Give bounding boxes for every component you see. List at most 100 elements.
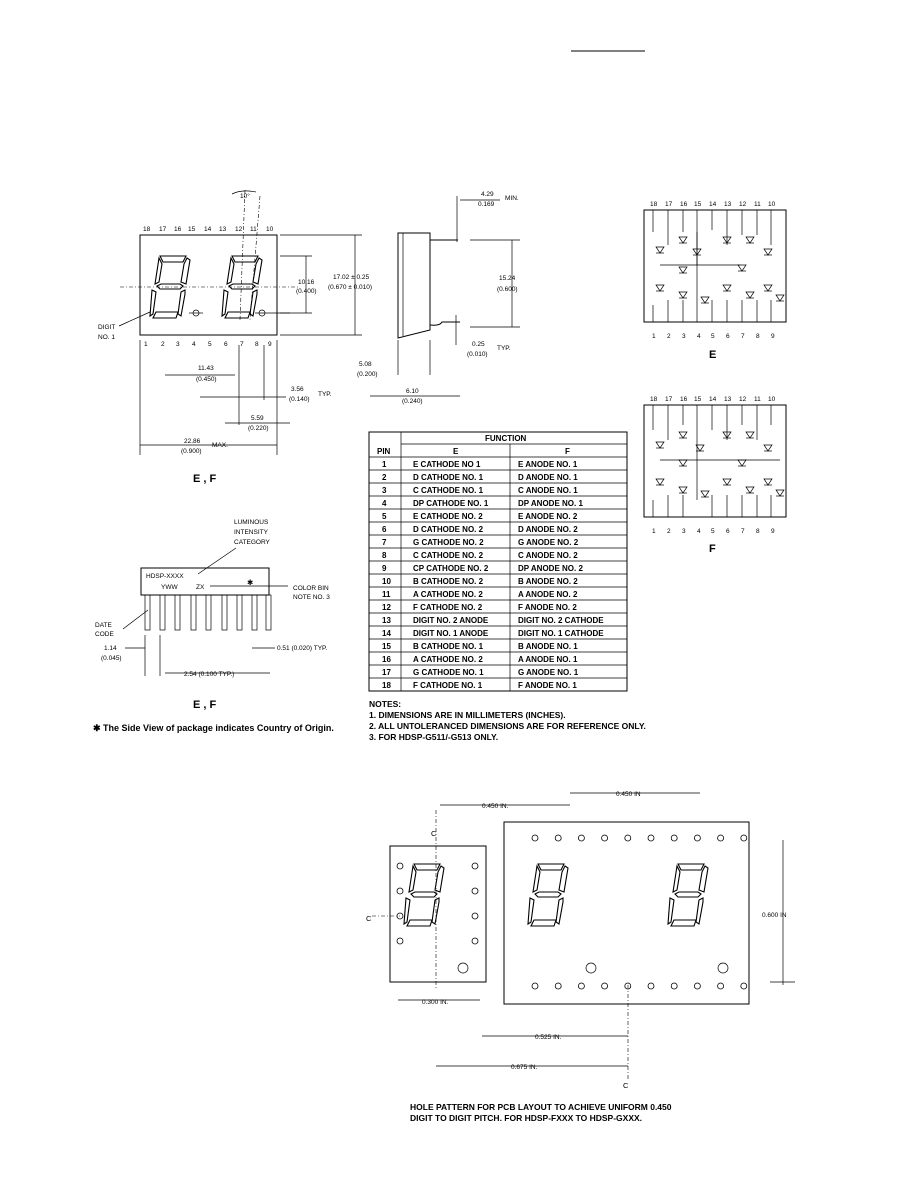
table-cell-pin: 17 xyxy=(382,668,391,677)
table-cell-pin: 12 xyxy=(382,603,391,612)
part-label: HDSP-XXXX xyxy=(146,573,184,580)
package-outline xyxy=(139,234,278,336)
pin-num: 8 xyxy=(756,333,760,340)
cl-mark-bottom: C xyxy=(623,1081,629,1090)
pin-num: 4 xyxy=(697,333,701,340)
schematic-e: 18 17 16 15 14 13 12 11 10 1 2 3 4 5 6 7… xyxy=(643,201,787,361)
pin-num: 11 xyxy=(754,201,761,208)
pin-num: 9 xyxy=(771,528,775,535)
pcb-small-outline xyxy=(389,845,487,983)
front-view-drawing: LUMINOUS INTENSITY CATEGORY HDSP-XXXX YW… xyxy=(93,519,334,733)
pin-num: 2 xyxy=(667,528,671,535)
side-min-label: MIN. xyxy=(505,195,519,202)
side-dim-508-mm: 5.08 xyxy=(359,361,372,368)
table-cell-e: DIGIT NO. 2 ANODE xyxy=(413,616,489,625)
pin-num: 8 xyxy=(756,528,760,535)
header-f: F xyxy=(565,447,570,456)
table-cell-f: B ANODE NO. 1 xyxy=(518,642,578,651)
table-cell-f: D ANODE NO. 1 xyxy=(518,473,578,482)
schematic-f-top-pins: 18 17 16 15 14 13 12 11 10 xyxy=(650,396,776,403)
table-cell-e: E CATHODE NO 1 xyxy=(413,460,481,469)
yww-label: YWW xyxy=(161,584,178,591)
header-pin: PIN xyxy=(377,447,391,456)
pin-num: 5 xyxy=(711,528,715,535)
pin-num: 8 xyxy=(255,341,259,348)
cl-mark-top: C xyxy=(431,829,437,838)
note-2: 2. ALL UNTOLERANCED DIMENSIONS ARE FOR R… xyxy=(369,721,646,731)
pcb-hole xyxy=(471,887,479,895)
pcb-hole xyxy=(531,982,539,990)
pin-num: 5 xyxy=(208,341,212,348)
pcb-hole xyxy=(670,834,678,842)
dim-width-in: (0.900) xyxy=(181,448,202,455)
dim-600: 0.600 IN xyxy=(762,912,787,919)
header-e: E xyxy=(453,447,459,456)
dim-pitch-in: (0.450) xyxy=(196,376,217,383)
color-bin-label: COLOR BIN xyxy=(293,585,329,592)
dim-pitch-mm: 11.43 xyxy=(198,365,214,372)
note-3: 3. FOR HDSP-G511/-G513 ONLY. xyxy=(369,732,498,742)
code-label: CODE xyxy=(95,631,114,638)
pin-num: 10 xyxy=(266,226,274,233)
pin-num: 9 xyxy=(771,333,775,340)
pin-num: 13 xyxy=(219,226,227,233)
side-dim-min-in: 0.169 xyxy=(478,201,495,208)
table-cell-e: DIGIT NO. 1 ANODE xyxy=(413,629,489,638)
typ-label: TYP. xyxy=(318,391,332,398)
table-cell-f: DIGIT NO. 2 CATHODE xyxy=(518,616,604,625)
schematic-e-caption: E xyxy=(709,349,716,361)
table-cell-f: F ANODE NO. 2 xyxy=(518,603,577,612)
side-dim-610-mm: 6.10 xyxy=(406,388,419,395)
pcb-hole xyxy=(717,834,724,842)
schematic-f-bottom-pins: 1 2 3 4 5 6 7 8 9 xyxy=(652,528,775,535)
table-cell-pin: 2 xyxy=(382,473,387,482)
pcb-hole xyxy=(396,937,404,945)
pin-num: 1 xyxy=(144,341,148,348)
notes: NOTES: 1. DIMENSIONS ARE IN MILLIMETERS … xyxy=(369,699,646,742)
table-cell-pin: 6 xyxy=(382,525,387,534)
table-cell-f: A ANODE NO. 1 xyxy=(518,655,578,664)
pcb-hole xyxy=(396,862,404,870)
pin-num: 18 xyxy=(143,226,151,233)
pcb-hole xyxy=(624,834,632,842)
table-cell-pin: 18 xyxy=(382,681,391,690)
pcb-hole xyxy=(601,834,608,842)
dim-051: 0.51 (0.020) TYP. xyxy=(277,645,328,652)
pcb-hole xyxy=(717,982,724,990)
pin-num: 3 xyxy=(176,341,180,348)
table-cell-f: E ANODE NO. 1 xyxy=(518,460,578,469)
pin-num: 5 xyxy=(711,333,715,340)
pin-num: 7 xyxy=(741,528,745,535)
table-cell-e: F CATHODE NO. 2 xyxy=(413,603,483,612)
pcb-large-outline xyxy=(503,821,750,1005)
pin-num: 15 xyxy=(694,201,702,208)
front-view-caption: E , F xyxy=(193,699,217,711)
schematic-e-top-pins: 18 17 16 15 14 13 12 11 10 xyxy=(650,201,776,208)
intensity-label: INTENSITY xyxy=(234,529,269,536)
side-dim-1524-mm: 15.24 xyxy=(499,275,516,282)
pcb-layout-drawing: C C C 0.450 IN. 0.450 IN 0.600 IN 0.300 … xyxy=(366,791,795,1123)
dim-114-in: (0.045) xyxy=(101,655,122,662)
bottom-pin-numbers: 1 2 3 4 5 6 7 8 9 xyxy=(144,341,272,348)
max-label: MAX. xyxy=(212,442,228,449)
pin-num: 17 xyxy=(665,396,673,403)
table-cell-f: E ANODE NO. 2 xyxy=(518,512,578,521)
table-cell-e: DP CATHODE NO. 1 xyxy=(413,499,489,508)
table-cell-pin: 7 xyxy=(382,538,387,547)
pcb-digit-large-1 xyxy=(527,863,569,927)
dim-total-in: (0.670 ± 0.010) xyxy=(328,284,372,291)
pcb-digit-small xyxy=(403,863,445,927)
table-cell-pin: 8 xyxy=(382,551,387,560)
pcb-hole xyxy=(578,834,585,842)
pin-num: 11 xyxy=(754,396,761,403)
pin-num: 18 xyxy=(650,396,658,403)
pin-num: 3 xyxy=(682,528,686,535)
table-cell-pin: 16 xyxy=(382,655,391,664)
category-label: CATEGORY xyxy=(234,539,271,546)
pin-num: 1 xyxy=(652,528,656,535)
pcb-caption-2: DIGIT TO DIGIT PITCH. FOR HDSP-FXXX TO H… xyxy=(410,1113,642,1123)
pin-num: 17 xyxy=(665,201,673,208)
pcb-digit-large-2 xyxy=(667,863,709,927)
dim-height-mm: 10.16 xyxy=(298,279,315,286)
table-cell-pin: 5 xyxy=(382,512,387,521)
